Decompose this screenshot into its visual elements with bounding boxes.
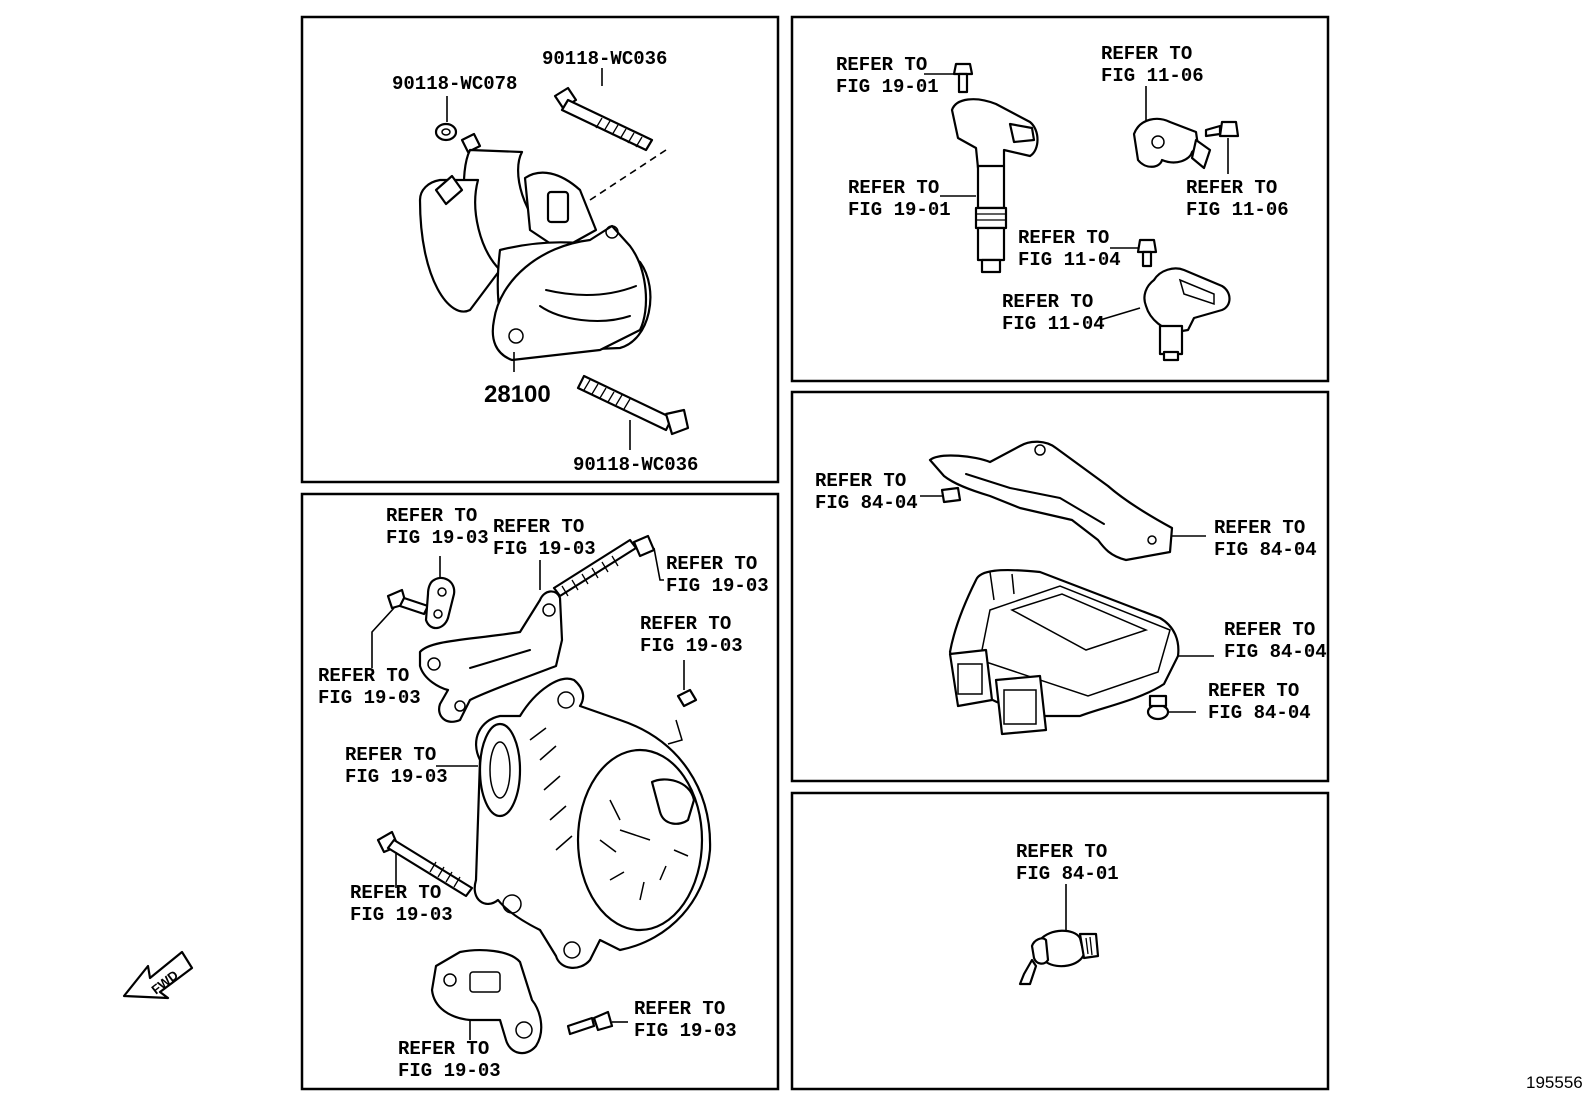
oil-pressure-switch[interactable] <box>1018 884 1100 986</box>
alt-long-bolt-label-2: FIG 19-03 <box>666 575 769 597</box>
alt-lower-bolt-label-2: FIG 19-03 <box>350 904 453 926</box>
cam-sensor-label-1: REFER TO <box>1101 43 1192 65</box>
ecu-cover-label-2: FIG 84-04 <box>1214 539 1317 561</box>
alt-mount-bracket-label-2: FIG 19-03 <box>398 1060 501 1082</box>
alt-bracket-label-2: FIG 19-03 <box>493 538 596 560</box>
starter-bolt-top-label: 90118-WC036 <box>542 48 667 70</box>
starter-motor[interactable] <box>418 86 667 372</box>
coil-label-2: FIG 19-01 <box>848 199 951 221</box>
illustration-id: 195556 <box>1526 1073 1583 1092</box>
ecu-bolt-label-1: REFER TO <box>1208 680 1299 702</box>
ecu-bolt-label-2: FIG 84-04 <box>1208 702 1311 724</box>
starter-part-number: 28100 <box>484 381 551 408</box>
alt-terminal-nut[interactable] <box>676 660 698 708</box>
alt-bracket[interactable] <box>418 560 564 723</box>
alt-terminal-nut-label-1: REFER TO <box>640 613 731 635</box>
ecu-panel <box>790 390 1330 783</box>
alt-mount-bolt[interactable] <box>566 1010 628 1036</box>
crank-bolt-label-1: REFER TO <box>1018 227 1109 249</box>
alt-mount-bracket[interactable] <box>430 949 543 1055</box>
alt-terminal-nut-label-2: FIG 19-03 <box>640 635 743 657</box>
fwd-arrow: FWD <box>122 950 194 1000</box>
ecu-clip-label-1: REFER TO <box>815 470 906 492</box>
alt-mount-bracket-label-1: REFER TO <box>398 1038 489 1060</box>
alt-lower-bolt-label-1: REFER TO <box>350 882 441 904</box>
crank-sensor[interactable] <box>1099 267 1231 362</box>
oil-switch-label-1: REFER TO <box>1016 841 1107 863</box>
ecu-clip[interactable] <box>920 486 962 504</box>
crank-sensor-label-2: FIG 11-04 <box>1002 313 1105 335</box>
ecu-label-1: REFER TO <box>1224 619 1315 641</box>
crank-bolt-label-2: FIG 11-04 <box>1018 249 1121 271</box>
crank-bolt[interactable] <box>1110 238 1158 268</box>
ecu-cover-label-1: REFER TO <box>1214 517 1305 539</box>
alt-small-bolt[interactable] <box>371 588 430 668</box>
starter-bolt-bottom-label: 90118-WC036 <box>573 454 698 476</box>
ecu-clip-label-2: FIG 84-04 <box>815 492 918 514</box>
oil-switch-label-2: FIG 84-01 <box>1016 863 1119 885</box>
alt-plate-label-1: REFER TO <box>386 505 477 527</box>
starter-bolt-bottom[interactable] <box>576 374 690 450</box>
starter-panel <box>300 15 780 484</box>
alt-small-bolt-label-1: REFER TO <box>318 665 409 687</box>
alt-long-bolt-label-1: REFER TO <box>666 553 757 575</box>
cam-bolt[interactable] <box>1204 120 1240 174</box>
alt-bracket-label-1: REFER TO <box>493 516 584 538</box>
cam-sensor-label-2: FIG 11-06 <box>1101 65 1204 87</box>
ecu-bolt[interactable] <box>1146 694 1196 721</box>
oil-switch-panel <box>790 791 1330 1091</box>
starter-bolt-top[interactable] <box>553 86 654 152</box>
alt-mount-bolt-label-2: FIG 19-03 <box>634 1020 737 1042</box>
alternator-label-2: FIG 19-03 <box>345 766 448 788</box>
alt-small-bolt-label-2: FIG 19-03 <box>318 687 421 709</box>
starter-nut[interactable] <box>434 122 458 142</box>
ignition-coil[interactable] <box>940 98 1039 274</box>
ecu-label-2: FIG 84-04 <box>1224 641 1327 663</box>
coil-bolt-label-2: FIG 19-01 <box>836 76 939 98</box>
ecu-cover[interactable] <box>928 440 1206 562</box>
alt-mount-bolt-label-1: REFER TO <box>634 998 725 1020</box>
alt-long-bolt[interactable] <box>552 534 664 598</box>
alt-lower-bolt[interactable] <box>376 830 474 898</box>
ignition-panel <box>790 15 1330 383</box>
ecu[interactable] <box>948 568 1214 736</box>
alternator[interactable] <box>473 677 712 969</box>
alternator-panel <box>300 492 780 1091</box>
alternator-label-1: REFER TO <box>345 744 436 766</box>
coil-label-1: REFER TO <box>848 177 939 199</box>
cam-sensor[interactable] <box>1132 86 1212 170</box>
cam-bolt-label-2: FIG 11-06 <box>1186 199 1289 221</box>
coil-bolt[interactable] <box>924 62 974 94</box>
alt-plate-label-2: FIG 19-03 <box>386 527 489 549</box>
cam-bolt-label-1: REFER TO <box>1186 177 1277 199</box>
starter-nut-label: 90118-WC078 <box>392 73 517 95</box>
crank-sensor-label-1: REFER TO <box>1002 291 1093 313</box>
alt-adjust-plate[interactable] <box>424 556 456 630</box>
coil-bolt-label-1: REFER TO <box>836 54 927 76</box>
